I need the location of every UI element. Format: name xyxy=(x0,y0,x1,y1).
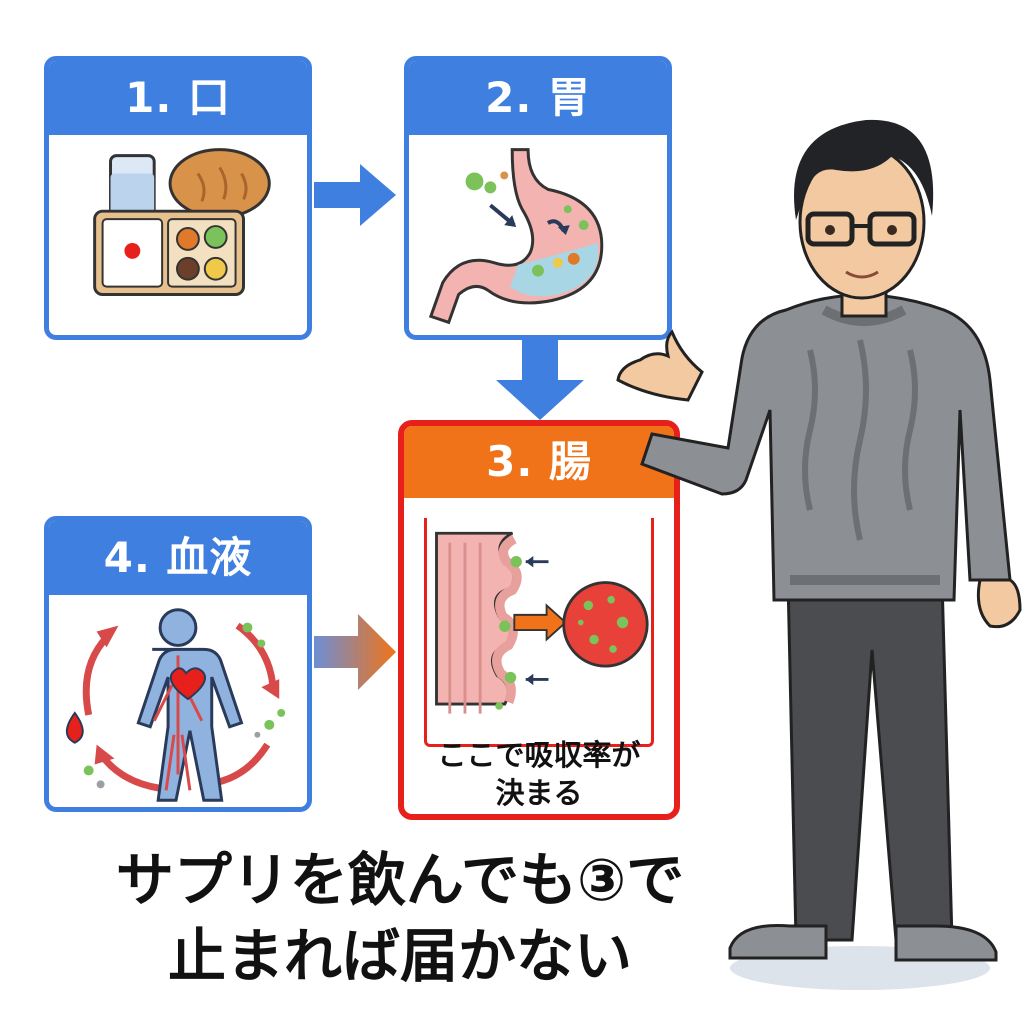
step-4-title: 4. 血液 xyxy=(49,521,307,595)
arrow-right-icon xyxy=(314,164,396,226)
headline: サプリを飲んでも③で 止まれば届かない xyxy=(60,842,740,994)
absorption-callout: ここで吸収率が 決まる xyxy=(412,736,666,812)
step-2-panel: 2. 胃 xyxy=(404,56,672,340)
callout-line-2: 決まる xyxy=(495,776,583,810)
step-3-title: 3. 腸 xyxy=(404,426,674,498)
step-3-panel: 3. 腸 ここで吸 xyxy=(398,420,680,820)
intestine-absorption-icon xyxy=(424,518,654,747)
arrow-down-icon xyxy=(496,340,584,420)
step-4-panel: 4. 血液 xyxy=(44,516,312,812)
blood-circulation-icon xyxy=(49,595,307,807)
stomach-icon xyxy=(409,135,667,335)
headline-line-2: 止まれば届かない xyxy=(167,922,632,990)
food-tray-icon xyxy=(49,135,307,335)
step-1-title: 1. 口 xyxy=(49,61,307,135)
callout-line-1: ここで吸収率が xyxy=(437,738,641,772)
headline-line-1: サプリを飲んでも③で xyxy=(115,846,685,914)
presenter-man-illustration xyxy=(616,119,1022,990)
step-2-title: 2. 胃 xyxy=(409,61,667,135)
step-1-panel: 1. 口 xyxy=(44,56,312,340)
arrow-right-gradient-icon xyxy=(314,614,396,690)
